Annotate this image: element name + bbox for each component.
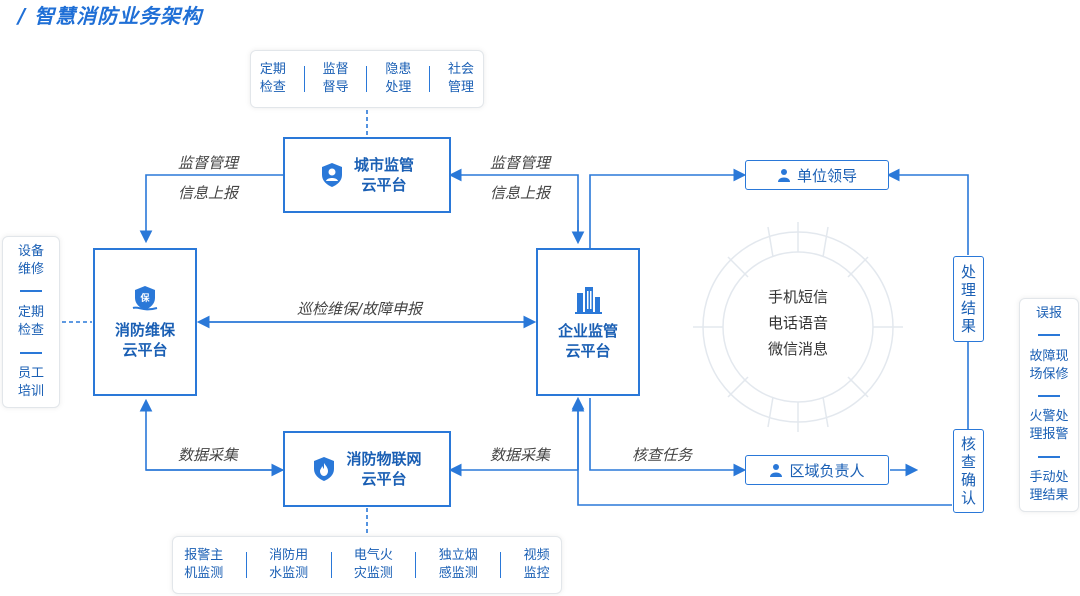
iot-platform-label: 消防物联网 云平台 xyxy=(346,450,422,488)
divider xyxy=(20,351,42,354)
right-function-panel: 误报 故障现 场保修 火警处 理报警 手动处 理结果 xyxy=(1019,298,1079,512)
notification-voice: 电话语音 xyxy=(767,314,828,332)
top-panel-item: 定期 检查 xyxy=(259,62,286,95)
edge-label: 监督管理 xyxy=(490,154,551,172)
divider xyxy=(303,66,305,92)
top-panel-item: 监督 督导 xyxy=(322,62,349,95)
left-panel-item: 设备 维修 xyxy=(17,243,44,277)
manager-user-icon xyxy=(770,464,783,477)
top-panel-item: 隐患 处理 xyxy=(385,62,412,95)
unit-leader-label: 单位领导 xyxy=(796,166,857,185)
left-panel-item: 定期 检查 xyxy=(17,304,44,338)
maintenance-platform: 保 消防维保 云平台 xyxy=(93,248,197,396)
iot-platform: 消防物联网 云平台 xyxy=(283,431,451,507)
building-icon xyxy=(575,287,602,314)
bottom-panel-item: 电气火 灾监测 xyxy=(353,548,393,581)
notification-wechat: 微信消息 xyxy=(767,340,828,358)
enterprise-supervision-platform: 企业监管 云平台 xyxy=(536,248,640,396)
shield-hand-icon: 保 xyxy=(132,286,158,311)
right-panel-item: 手动处 理结果 xyxy=(1029,470,1069,504)
divider xyxy=(1038,334,1060,337)
divider xyxy=(330,552,332,578)
edge-label: 监督管理 xyxy=(178,154,239,172)
leader-user-icon xyxy=(777,169,790,182)
left-function-panel: 设备 维修 定期 检查 员工 培训 xyxy=(2,236,60,408)
edge-label: 巡检维保/故障申报 xyxy=(297,300,423,318)
shield-user-icon xyxy=(321,163,342,187)
top-panel-item: 社会 管理 xyxy=(448,62,475,95)
edge-label: 信息上报 xyxy=(490,184,551,202)
right-panel-item: 火警处 理报警 xyxy=(1029,409,1069,443)
left-panel-item: 员工 培训 xyxy=(17,366,44,400)
divider xyxy=(366,66,368,92)
process-result-label: 处理结果 xyxy=(960,263,976,335)
divider xyxy=(429,66,431,92)
divider xyxy=(245,552,247,578)
top-function-panel: 定期 检查 监督 督导 隐患 处理 社会 管理 xyxy=(250,50,484,108)
verify-confirm-label: 核查确认 xyxy=(960,435,976,507)
enterprise-platform-label: 企业监管 云平台 xyxy=(557,322,618,360)
circuit-background xyxy=(693,222,903,432)
maintenance-platform-label: 消防维保 云平台 xyxy=(114,321,175,359)
svg-text:保: 保 xyxy=(139,292,150,304)
bottom-function-panel: 报警主 机监测 消防用 水监测 电气火 灾监测 独立烟 感监测 视频 监控 xyxy=(172,536,562,594)
right-panel-item: 故障现 场保修 xyxy=(1029,348,1069,382)
bottom-panel-item: 视频 监控 xyxy=(523,548,550,581)
area-manager-box: 区域负责人 xyxy=(745,455,889,485)
edge-label: 信息上报 xyxy=(178,184,239,202)
notification-methods: 手机短信 电话语音 微信消息 xyxy=(748,284,848,362)
city-supervision-platform: 城市监管 云平台 xyxy=(283,137,451,213)
divider xyxy=(1038,394,1060,397)
city-platform-label: 城市监管 云平台 xyxy=(353,156,414,194)
process-result-box: 处理结果 xyxy=(953,256,984,342)
notification-sms: 手机短信 xyxy=(767,288,828,306)
unit-leader-box: 单位领导 xyxy=(745,160,889,190)
edge-label: 数据采集 xyxy=(490,446,551,464)
divider xyxy=(500,552,502,578)
fire-shield-icon xyxy=(314,457,335,481)
verify-confirm-box: 核查确认 xyxy=(953,429,984,513)
page-title: / 智慧消防业务架构 xyxy=(18,4,203,28)
divider xyxy=(1038,455,1060,458)
bottom-panel-item: 独立烟 感监测 xyxy=(438,548,478,581)
edge-label: 核查任务 xyxy=(632,446,693,464)
bottom-panel-item: 消防用 水监测 xyxy=(269,548,309,581)
right-panel-item: 误报 xyxy=(1035,305,1062,321)
divider xyxy=(20,290,42,293)
divider xyxy=(415,552,417,578)
edge-label: 数据采集 xyxy=(178,446,239,464)
bottom-panel-item: 报警主 机监测 xyxy=(184,548,224,581)
area-manager-label: 区域负责人 xyxy=(789,461,865,480)
